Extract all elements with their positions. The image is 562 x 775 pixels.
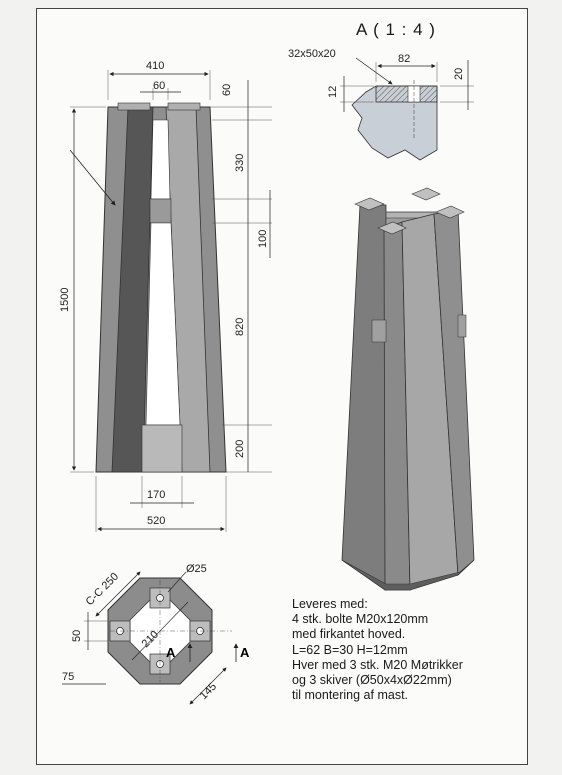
front-cap-right: [167, 102, 201, 111]
iso-cap-2: [411, 187, 441, 201]
dim-hole-dia: Ø25: [186, 563, 207, 575]
iso-cap-1: [354, 197, 385, 211]
note-line: til montering af mast.: [292, 688, 409, 703]
note-line: og 3 skiver (Ø50x4xØ22mm): [292, 673, 452, 688]
dim-20: 20: [453, 68, 465, 80]
front-dimensions: 410 60 60 330 100 820 200 1500 170: [59, 60, 272, 532]
dim-820: 820: [234, 318, 246, 336]
delivery-notes: Leveres med: 4 stk. bolte M20x120mm med …: [292, 597, 542, 703]
iso-left-panel: [341, 204, 387, 591]
dim-170: 170: [147, 489, 165, 501]
leader-line: [69, 149, 116, 206]
plan-view: 210 C-C 250 Ø25 50 75 145 A A: [62, 563, 250, 705]
hole-size-label: 32x50x20: [288, 48, 336, 60]
detail-plate: [375, 85, 438, 103]
front-crossbar: [149, 198, 172, 224]
dim-200: 200: [234, 440, 246, 458]
front-upper-opening: [150, 119, 171, 200]
detail-title: A ( 1 : 4 ): [356, 20, 436, 39]
dim-100: 100: [257, 230, 269, 248]
detail-body: [351, 85, 438, 161]
dim-12: 12: [327, 86, 339, 98]
note-line: med firkantet hoved.: [292, 627, 406, 642]
dim-1500: 1500: [59, 288, 71, 312]
dim-520: 520: [147, 515, 165, 527]
front-cap-left: [117, 102, 151, 111]
note-line: L=62 B=30 H=12mm: [292, 642, 408, 657]
dim-330: 330: [234, 154, 246, 172]
isometric-view: [341, 187, 475, 591]
front-base: [141, 424, 183, 473]
front-view: [69, 102, 227, 473]
iso-cap-3: [435, 205, 465, 219]
section-marker-right: A: [240, 645, 250, 660]
dim-75: 75: [62, 671, 74, 683]
section-marker-left: A: [166, 645, 176, 660]
dim-145: 145: [198, 681, 219, 702]
dim-82: 82: [398, 53, 410, 65]
note-line: 4 stk. bolte M20x120mm: [292, 612, 429, 627]
note-line: Hver med 3 stk. M20 Møtrikker: [292, 657, 463, 672]
iso-cap-4: [377, 221, 407, 235]
dim-50: 50: [71, 630, 83, 642]
note-line: Leveres med:: [292, 597, 368, 611]
dim-60-inner: 60: [153, 80, 165, 92]
dim-410: 410: [146, 60, 164, 72]
dim-60-top: 60: [221, 84, 233, 96]
detail-a: 82 20 12 32x50x20: [288, 48, 474, 161]
